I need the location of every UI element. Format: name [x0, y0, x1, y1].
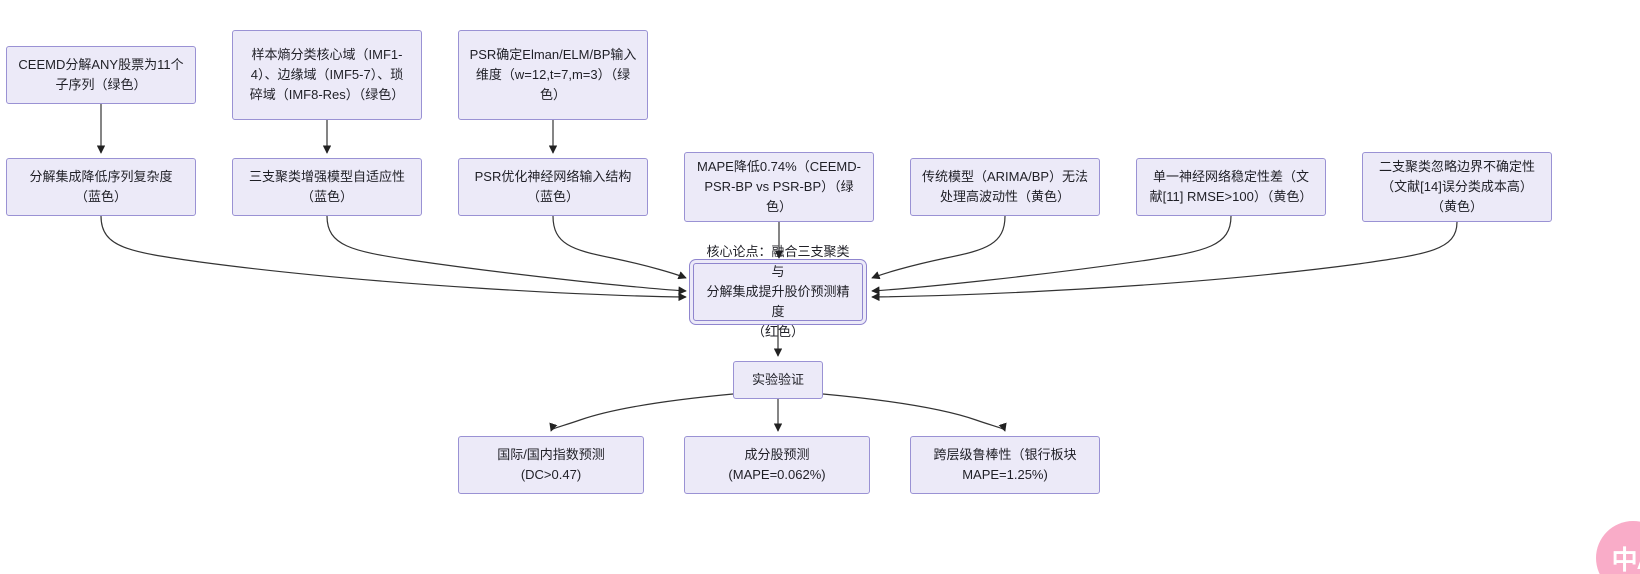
node-two-way-clustering-limitation[interactable]: 二支聚类忽略边界不确定性 （文献[14]误分类成本高） （黄色） — [1362, 152, 1552, 222]
watermark-label: 中A — [1611, 544, 1640, 574]
node-traditional-models-limitation[interactable]: 传统模型（ARIMA/BP）无法 处理高波动性（黄色） — [910, 158, 1100, 216]
node-label: 单一神经网络稳定性差（文 献[11] RMSE>100）（黄色） — [1149, 168, 1313, 204]
node-label: 三支聚类增强模型自适应性 （蓝色） — [248, 168, 405, 204]
node-label: 传统模型（ARIMA/BP）无法 处理高波动性（黄色） — [921, 168, 1089, 204]
node-core-claim[interactable]: 核心论点：融合三支聚类与 分解集成提升股价预测精度 （红色） — [693, 244, 863, 339]
node-decomposition-reduces-complexity[interactable]: 分解集成降低序列复杂度 （蓝色） — [6, 158, 196, 216]
watermark-badge: 中A — [1596, 521, 1640, 574]
node-label: PSR确定Elman/ELM/BP输入 维度（w=12,t=7,m=3）（绿 色… — [469, 46, 637, 103]
node-sample-entropy-domains[interactable]: 样本熵分类核心域（IMF1- 4）、边缘域（IMF5-7）、琐 碎域（IMF8-… — [232, 30, 422, 120]
node-three-way-clustering-adaptivity[interactable]: 三支聚类增强模型自适应性 （蓝色） — [232, 158, 422, 216]
node-single-network-instability[interactable]: 单一神经网络稳定性差（文 献[11] RMSE>100）（黄色） — [1136, 158, 1326, 216]
node-label: 样本熵分类核心域（IMF1- 4）、边缘域（IMF5-7）、琐 碎域（IMF8-… — [249, 46, 405, 103]
edge-n8-core — [871, 215, 1006, 280]
edge-exp-r1 — [549, 393, 734, 432]
node-psr-input-dimension[interactable]: PSR确定Elman/ELM/BP输入 维度（w=12,t=7,m=3）（绿 色… — [458, 30, 648, 120]
node-psr-optimizes-network-input[interactable]: PSR优化神经网络输入结构 （蓝色） — [458, 158, 648, 216]
node-result-constituent-stock-forecast[interactable]: 成分股预测 (MAPE=0.062%) — [684, 436, 870, 494]
edge-n4-core — [100, 215, 687, 302]
edge-n5-core — [326, 215, 687, 295]
node-label: MAPE降低0.74%（CEEMD- PSR-BP vs PSR-BP）（绿 色… — [697, 158, 861, 215]
node-label: CEEMD分解ANY股票为11个 子序列（绿色） — [18, 56, 184, 92]
node-label: 成分股预测 (MAPE=0.062%) — [728, 446, 826, 482]
node-ceemd-decomposition[interactable]: CEEMD分解ANY股票为11个 子序列（绿色） — [6, 46, 196, 104]
edge-exp-r3 — [822, 393, 1007, 432]
node-experimental-validation[interactable]: 实验验证 — [733, 361, 823, 399]
node-label: 国际/国内指数预测 (DC>0.47) — [497, 446, 605, 482]
node-result-index-forecast[interactable]: 国际/国内指数预测 (DC>0.47) — [458, 436, 644, 494]
edge-n10-core — [871, 221, 1458, 302]
edge-n6-core — [552, 215, 687, 280]
node-label: 分解集成降低序列复杂度 （蓝色） — [29, 168, 173, 204]
node-label: PSR优化神经网络输入结构 （蓝色） — [474, 168, 632, 204]
node-label: 实验验证 — [751, 371, 804, 387]
node-label: 二支聚类忽略边界不确定性 （文献[14]误分类成本高） （黄色） — [1378, 158, 1535, 215]
edge-n9-core — [871, 215, 1232, 295]
node-label: 跨层级鲁棒性（银行板块 MAPE=1.25%) — [933, 446, 1077, 482]
node-mape-reduction[interactable]: MAPE降低0.74%（CEEMD- PSR-BP vs PSR-BP）（绿 色… — [684, 152, 874, 222]
node-label: 核心论点：融合三支聚类与 分解集成提升股价预测精度 （红色） — [706, 243, 850, 340]
node-result-cross-level-robustness[interactable]: 跨层级鲁棒性（银行板块 MAPE=1.25%) — [910, 436, 1100, 494]
